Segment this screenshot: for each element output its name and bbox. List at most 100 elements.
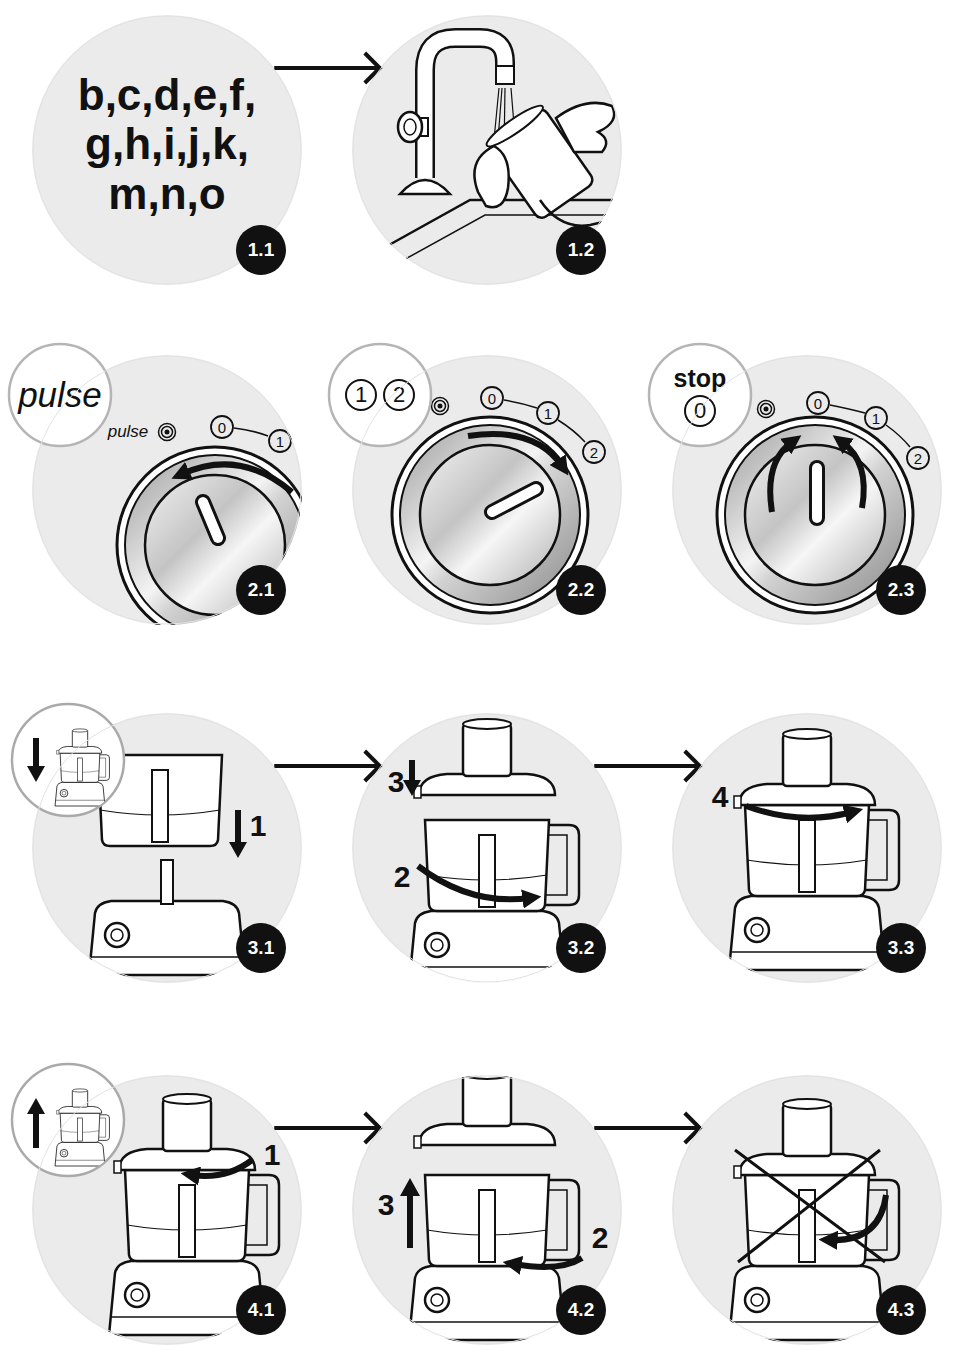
text-group: b,c,d,e,f, g,h,i,j,k, m,n,o <box>60 70 274 218</box>
dial-illustration <box>717 392 929 613</box>
drawing-circle <box>758 401 775 418</box>
drawing-path <box>886 425 910 447</box>
callout-number: 1 <box>250 809 267 843</box>
drawing-circle <box>432 398 449 415</box>
dial-mark: 0 <box>218 419 226 436</box>
circle-shape <box>33 356 301 624</box>
circle-outline <box>32 713 302 983</box>
drawing-use <box>729 729 899 970</box>
drawing-circle <box>672 713 942 983</box>
circle-outline <box>32 355 302 625</box>
step-arrow <box>274 751 380 781</box>
circle-shape <box>649 344 751 446</box>
step-circle: 2.1 <box>32 355 302 625</box>
drawing-circle <box>392 417 588 613</box>
setting-number: 2 <box>383 379 415 411</box>
callout-number: 3 <box>378 1188 395 1222</box>
accessory-list: b,c,d,e,f, g,h,i,j,k, m,n,o <box>60 70 274 218</box>
drawing-use <box>546 1180 579 1260</box>
drawing-path <box>830 405 865 413</box>
step-arrow <box>594 751 700 781</box>
drawing-path <box>418 866 530 899</box>
step-circle: 4.2 <box>352 1075 622 1345</box>
drawing-circle <box>145 475 285 615</box>
step-badge: 1.2 <box>556 225 606 275</box>
step-badge: 2.1 <box>236 565 286 615</box>
callout-number: 4 <box>712 780 729 814</box>
text-group: pulse <box>18 375 102 415</box>
drawing-path <box>182 464 292 492</box>
step-badge: 4.2 <box>556 1285 606 1335</box>
circle-outline <box>328 343 432 447</box>
setting-name: pulse <box>18 375 102 415</box>
washing-illustration <box>380 38 640 262</box>
circle-shape <box>353 714 621 982</box>
dial-mark: 2 <box>914 450 922 467</box>
circle-shape <box>33 714 301 982</box>
drawing-path <box>400 215 640 262</box>
drawing-circle <box>537 402 559 424</box>
circle-outline <box>648 343 752 447</box>
dial-mark: 1 <box>872 410 880 427</box>
circle-outline <box>672 1075 942 1345</box>
setting-bubble: stop0 <box>648 343 752 447</box>
drawing-circle <box>907 447 929 469</box>
circle-outline <box>352 15 622 285</box>
drawing-path <box>540 200 620 226</box>
setting-bubble: 12 <box>328 343 432 447</box>
drawing-path <box>735 1150 885 1262</box>
drawing-circle <box>481 387 503 409</box>
drawing-circle <box>764 407 769 412</box>
drawing-circle <box>352 15 622 285</box>
drawing-circle <box>159 424 176 441</box>
drawing-circle <box>352 355 622 625</box>
processor-illustration <box>729 729 899 970</box>
drawing-circle <box>672 355 942 625</box>
circle-outline <box>32 1075 302 1345</box>
drawing-path <box>556 103 614 152</box>
drawing-circle <box>211 416 233 438</box>
processor-illustration <box>403 719 579 985</box>
step-badge: 3.1 <box>236 923 286 973</box>
text-group: 12 <box>345 379 415 411</box>
drawing-path <box>468 434 562 466</box>
circle-shape <box>329 344 431 446</box>
drawing-circle <box>761 404 772 415</box>
drawing-line <box>812 468 822 518</box>
drawing-ellipse <box>404 119 416 135</box>
dial-mark: 2 <box>590 444 598 461</box>
drawing-line <box>492 489 536 512</box>
drawing-circle <box>12 1064 124 1176</box>
drawing-path <box>234 428 268 436</box>
drawing-path <box>474 146 508 207</box>
dial-illustration <box>392 387 605 613</box>
drawing-g <box>55 1089 109 1166</box>
drawing-path <box>403 760 421 796</box>
step-circle: 3.1 <box>32 713 302 983</box>
drawing-circle <box>32 713 302 983</box>
text-group: stop0 <box>674 364 727 427</box>
circle-shape <box>353 356 621 624</box>
step-circle: 1.2 <box>352 15 622 285</box>
drawing-use <box>729 1099 899 1340</box>
drawing-line <box>492 489 536 512</box>
step-arrow <box>274 53 380 83</box>
step-badge: 4.1 <box>236 1285 286 1335</box>
circle-shape <box>9 344 111 446</box>
circle-shape <box>673 714 941 982</box>
circle-shape <box>673 356 941 624</box>
drawing-circle <box>717 417 913 613</box>
step-circle: b,c,d,e,f, g,h,i,j,k, m,n,o1.1 <box>32 15 302 285</box>
dial-mark: 0 <box>488 390 496 407</box>
circle-outline <box>672 713 942 983</box>
drawing-path <box>504 400 537 408</box>
dial-mark: 1 <box>276 433 284 450</box>
inset-illustration <box>12 704 124 816</box>
drawing-circle <box>32 15 302 285</box>
dial-illustration <box>117 416 313 643</box>
drawing-path <box>400 1178 420 1248</box>
drawing-use <box>89 901 245 975</box>
